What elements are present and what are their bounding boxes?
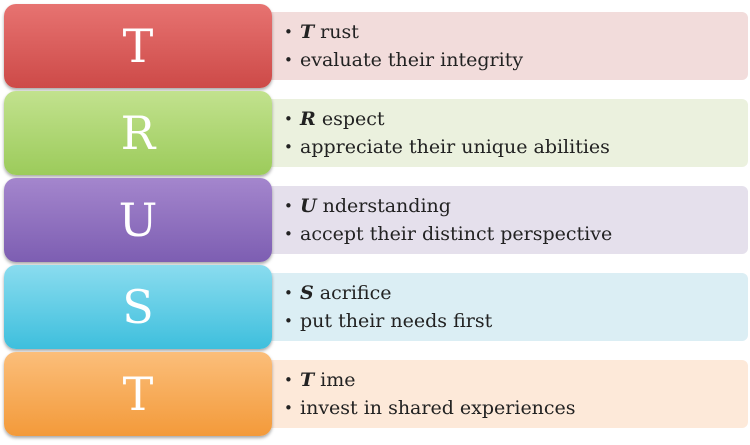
row-time: • T ime • invest in shared experiences T — [0, 352, 750, 436]
key-letter: T — [300, 369, 315, 391]
description-line: • accept their distinct perspective — [284, 220, 748, 248]
word-line: • R espect — [284, 105, 748, 133]
bullet-icon: • — [284, 312, 293, 330]
bullet-icon: • — [284, 197, 293, 215]
word-rest: rust — [314, 21, 359, 43]
bullet-icon: • — [284, 399, 293, 417]
word-rest: ime — [314, 369, 356, 391]
description-text: accept their distinct perspective — [300, 223, 613, 245]
word-line: • T ime — [284, 366, 748, 394]
key-letter: S — [300, 282, 314, 304]
description-line: • evaluate their integrity — [284, 46, 748, 74]
word-rest: acrifice — [313, 282, 392, 304]
bullet-icon: • — [284, 138, 293, 156]
letter-tile: R — [4, 91, 272, 175]
description-line: • appreciate their unique abilities — [284, 133, 748, 161]
letter-tile: T — [4, 352, 272, 436]
description-text: put their needs first — [300, 310, 493, 332]
bullet-icon: • — [284, 51, 293, 69]
bullet-icon: • — [284, 110, 293, 128]
description-text: evaluate their integrity — [300, 49, 524, 71]
key-letter: T — [300, 21, 315, 43]
description-panel: • U nderstanding • accept their distinct p… — [262, 186, 748, 254]
key-letter: R — [300, 108, 316, 130]
description-panel: • T ime • invest in shared experiences — [262, 360, 748, 428]
letter-tile: S — [4, 265, 272, 349]
description-panel: • R espect • appreciate their unique abili… — [262, 99, 748, 167]
bullet-icon: • — [284, 23, 293, 41]
description-line: • invest in shared experiences — [284, 394, 748, 422]
word-line: • U nderstanding — [284, 192, 748, 220]
description-line: • put their needs first — [284, 307, 748, 335]
bullet-icon: • — [284, 371, 293, 389]
description-panel: • S acrifice • put their needs first — [262, 273, 748, 341]
bullet-icon: • — [284, 284, 293, 302]
letter-tile: T — [4, 4, 272, 88]
key-letter: U — [300, 195, 317, 217]
row-understanding: • U nderstanding • accept their distinct p… — [0, 178, 750, 262]
word-rest: espect — [315, 108, 385, 130]
bullet-icon: • — [284, 225, 293, 243]
word-line: • T rust — [284, 18, 748, 46]
letter-tile: U — [4, 178, 272, 262]
description-text: appreciate their unique abilities — [300, 136, 610, 158]
row-respect: • R espect • appreciate their unique abili… — [0, 91, 750, 175]
word-line: • S acrifice — [284, 279, 748, 307]
description-panel: • T rust • evaluate their integrity — [262, 12, 748, 80]
description-text: invest in shared experiences — [300, 397, 576, 419]
word-rest: nderstanding — [316, 195, 451, 217]
row-trust: • T rust • evaluate their integrity T — [0, 4, 750, 88]
row-sacrifice: • S acrifice • put their needs first S — [0, 265, 750, 349]
